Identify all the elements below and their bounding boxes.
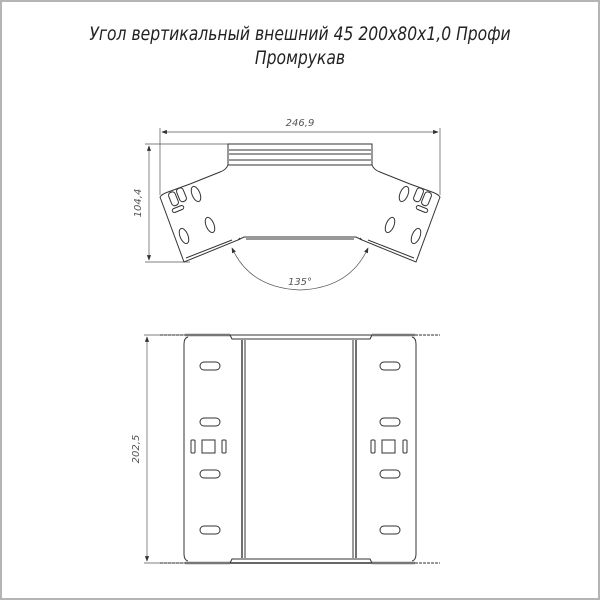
- title-line-1: Угол вертикальный внешний 45 200х80х1,0 …: [89, 23, 511, 45]
- dimension-width: [159, 128, 441, 195]
- inner-plate: [237, 236, 363, 241]
- right-side-plate: [355, 336, 417, 562]
- top-flange: [160, 333, 440, 340]
- left-side-plate: [183, 336, 243, 562]
- dimension-front-height: [144, 334, 185, 564]
- title-line-2: Промрукав: [254, 47, 346, 69]
- front-height-dimension-label: 202,5: [131, 435, 142, 464]
- top-view: [145, 128, 441, 291]
- top-plate: [227, 143, 373, 166]
- bottom-flange: [160, 558, 440, 565]
- width-dimension-label: 246,9: [286, 118, 315, 129]
- front-view: [144, 333, 440, 565]
- right-wing: [359, 164, 441, 263]
- angle-dimension-label: 135°: [288, 277, 312, 288]
- left-wing: [159, 164, 241, 263]
- dimension-height: [145, 143, 228, 263]
- dimension-angle: [231, 247, 369, 291]
- drawing-title: Угол вертикальный внешний 45 200х80х1,0 …: [54, 22, 546, 70]
- height-dimension-label: 104,4: [133, 189, 144, 218]
- center-panel: [244, 340, 354, 558]
